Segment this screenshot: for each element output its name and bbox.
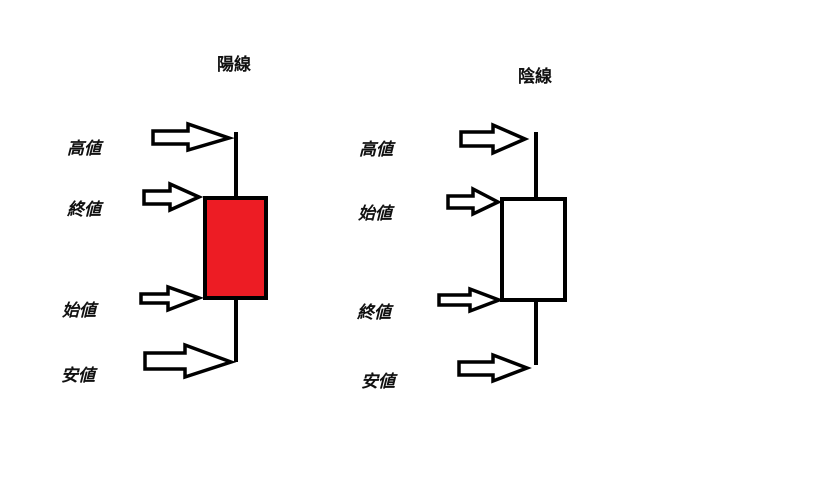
bearish-label-high: 高値 [359,140,393,160]
bearish-label-low: 安値 [361,372,395,392]
bearish-candle [500,132,567,365]
bearish-label-close: 終値 [357,303,391,323]
arrow-icon [139,284,205,313]
bullish-label-high: 高値 [67,139,101,159]
bearish-title: 陰線 [518,67,552,87]
arrow-icon [457,352,532,384]
bearish-label-open: 始値 [358,204,392,224]
bullish-label-open: 始値 [62,301,96,321]
bullish-label-close: 終値 [67,200,101,220]
bullish-candle [203,132,268,362]
arrow-icon [143,342,237,380]
arrow-icon [446,186,502,217]
bearish-body [500,197,567,302]
arrow-icon [151,121,235,153]
bullish-body [203,196,268,300]
arrow-icon [142,181,204,213]
bullish-label-low: 安値 [61,366,95,386]
arrow-icon [437,286,504,314]
arrow-icon [459,122,530,156]
bullish-title: 陽線 [217,55,251,75]
